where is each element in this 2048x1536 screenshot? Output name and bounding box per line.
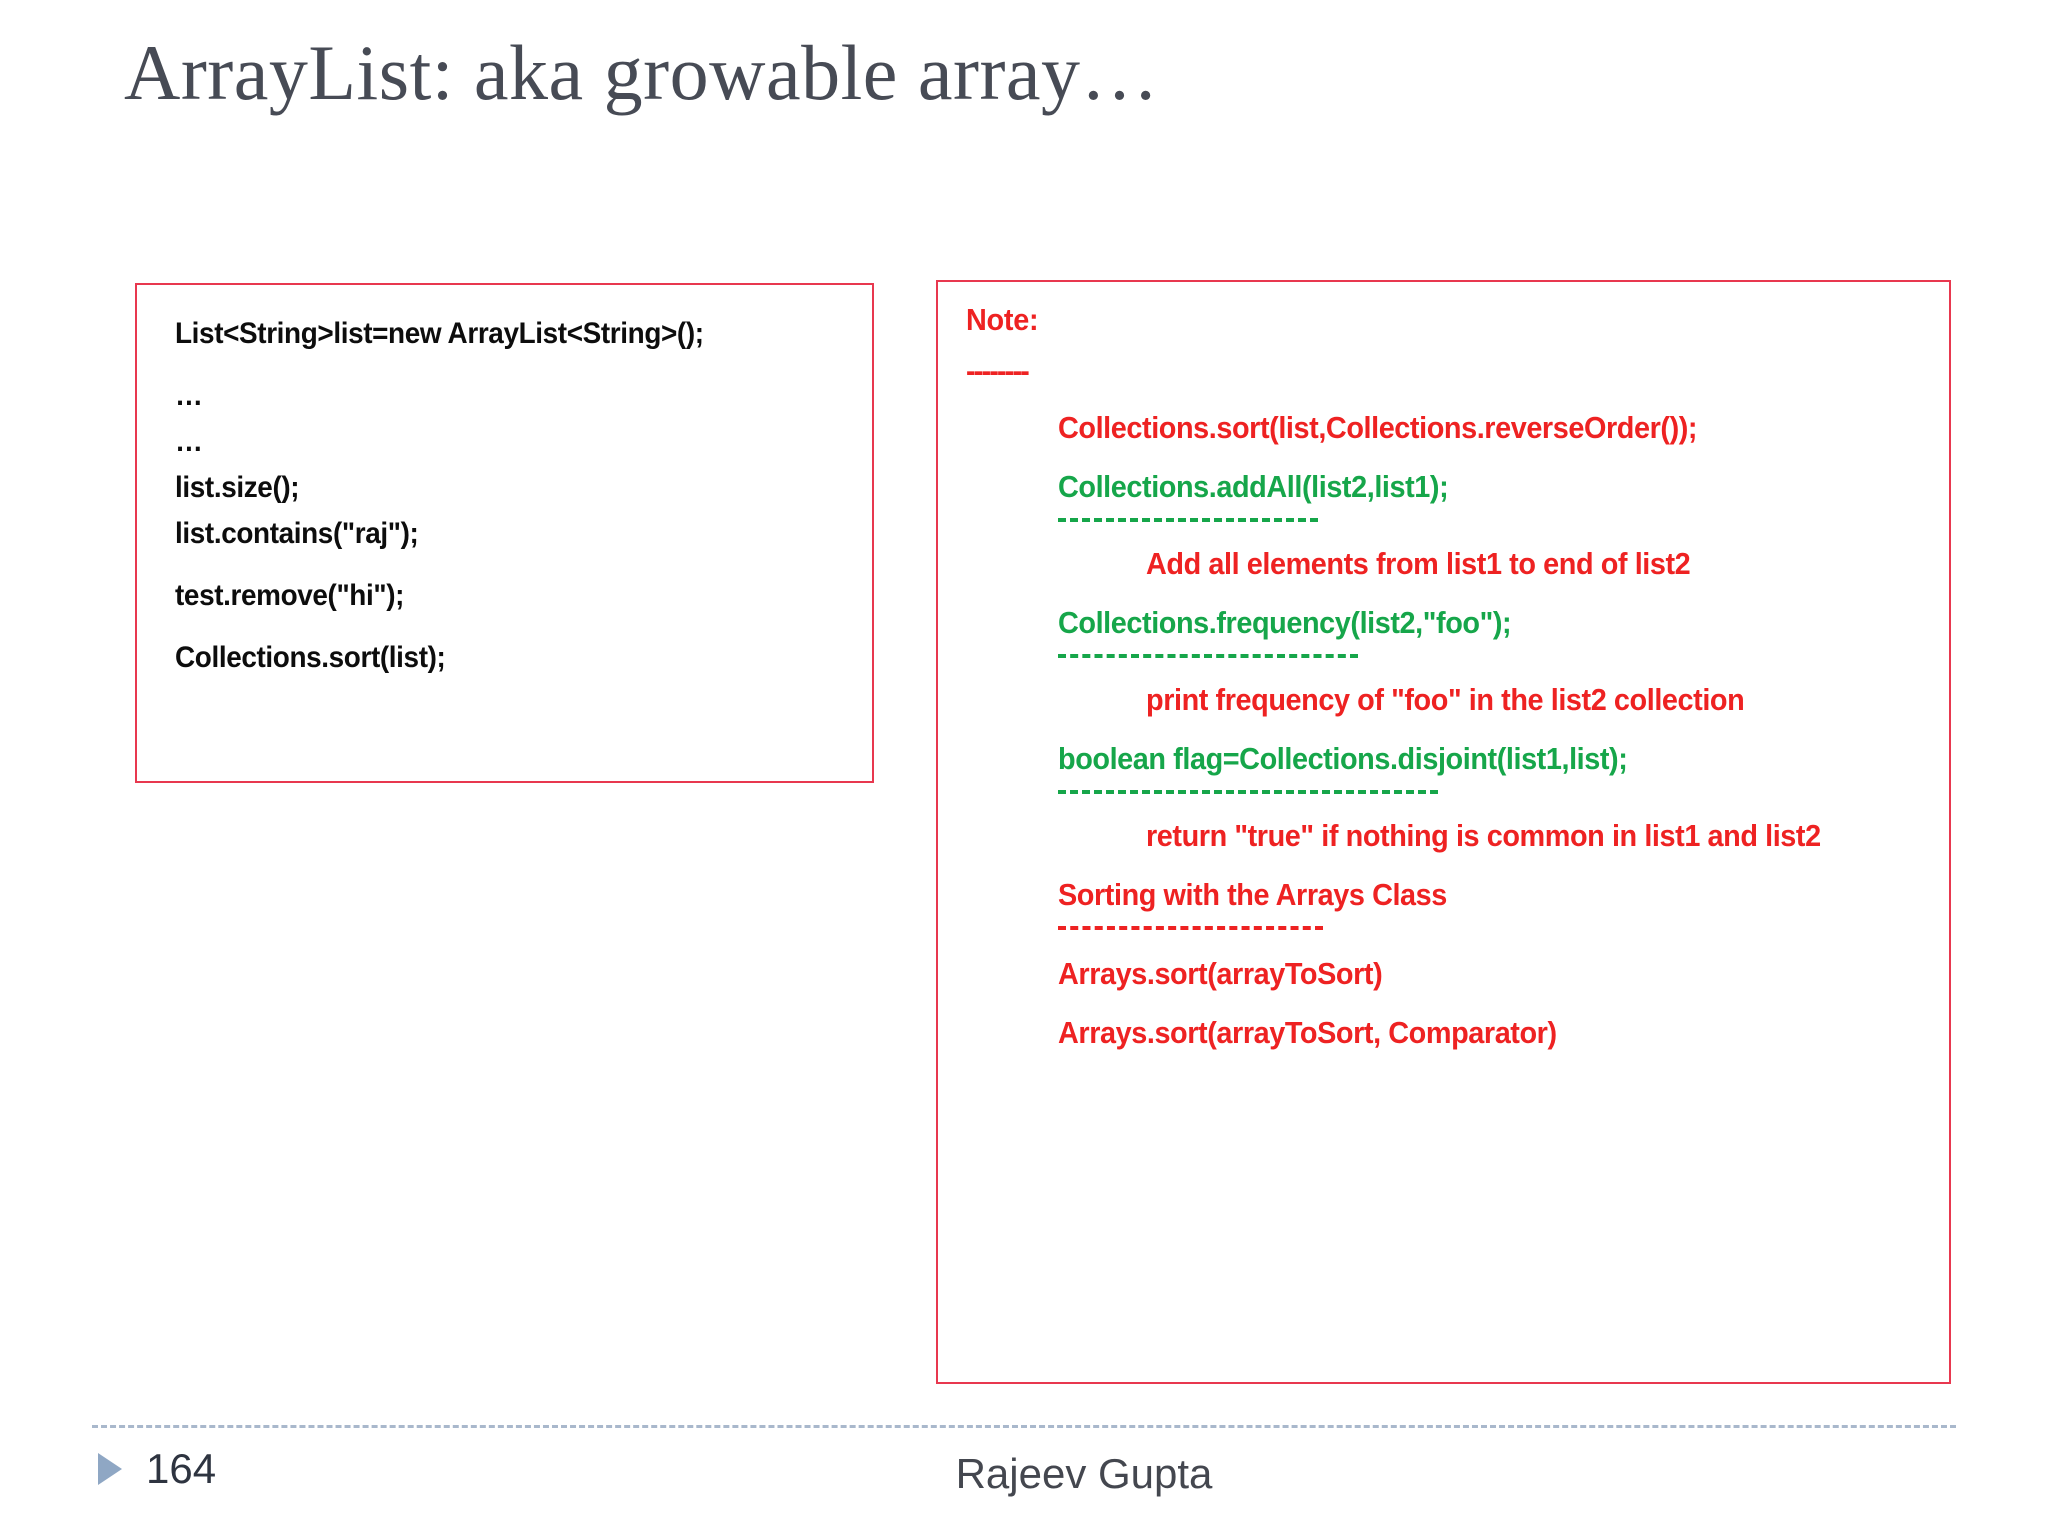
code-line: list.contains("raj"); [175, 517, 419, 550]
footer-author: Rajeev Gupta [955, 1450, 1213, 1497]
note-block: boolean flag=Collections.disjoint(list1,… [966, 743, 1941, 851]
note-block: Sorting with the Arrays Class [966, 879, 1941, 930]
note-code-line: Collections.addAll(list2,list1); [1058, 469, 1449, 504]
left-code-box: List<String>list=new ArrayList<String>()… [135, 283, 874, 783]
note-description: print frequency of "foo" in the list2 co… [1146, 682, 1745, 717]
note-heading-underline: -------- [966, 353, 1030, 388]
note-code-line: Collections.sort(list,Collections.revers… [1058, 410, 1698, 445]
code-line: Collections.sort(list); [175, 641, 446, 674]
note-code-line: Arrays.sort(arrayToSort, Comparator) [1058, 1015, 1557, 1050]
note-block: Arrays.sort(arrayToSort) [966, 958, 1941, 989]
note-code-line: boolean flag=Collections.disjoint(list1,… [1058, 741, 1628, 776]
footer-page-group: 164 [98, 1448, 216, 1490]
page-title: ArrayList: aka growable array… [124, 29, 1160, 116]
code-line: list.size(); [175, 471, 300, 504]
note-rule [1058, 926, 1323, 930]
note-rule [1058, 790, 1438, 794]
note-code-line: Arrays.sort(arrayToSort) [1058, 956, 1383, 991]
right-note-box: Note: -------- Collections.sort(list,Col… [936, 280, 1951, 1384]
note-rule [1058, 518, 1318, 522]
note-block: Collections.sort(list,Collections.revers… [966, 412, 1941, 443]
note-block: Arrays.sort(arrayToSort, Comparator) [966, 1017, 1941, 1048]
note-content: Note: -------- Collections.sort(list,Col… [966, 304, 1941, 1048]
note-description: return "true" if nothing is common in li… [1146, 818, 1821, 853]
code-line: … [175, 425, 203, 458]
note-block: Collections.addAll(list2,list1); Add all… [966, 471, 1941, 579]
triangle-right-icon [98, 1453, 122, 1485]
code-line: List<String>list=new ArrayList<String>()… [175, 317, 704, 350]
code-line: test.remove("hi"); [175, 579, 405, 612]
note-code-line: Sorting with the Arrays Class [1058, 877, 1447, 912]
note-code-line: Collections.frequency(list2,"foo"); [1058, 605, 1512, 640]
note-block: Collections.frequency(list2,"foo"); prin… [966, 607, 1941, 715]
left-code-line-list: List<String>list=new ArrayList<String>()… [175, 319, 862, 673]
note-heading: Note: [966, 302, 1039, 337]
note-description: Add all elements from list1 to end of li… [1146, 546, 1691, 581]
footer-divider [92, 1425, 1956, 1428]
page-number: 164 [146, 1445, 217, 1492]
code-line: … [175, 379, 203, 412]
note-rule [1058, 654, 1358, 658]
